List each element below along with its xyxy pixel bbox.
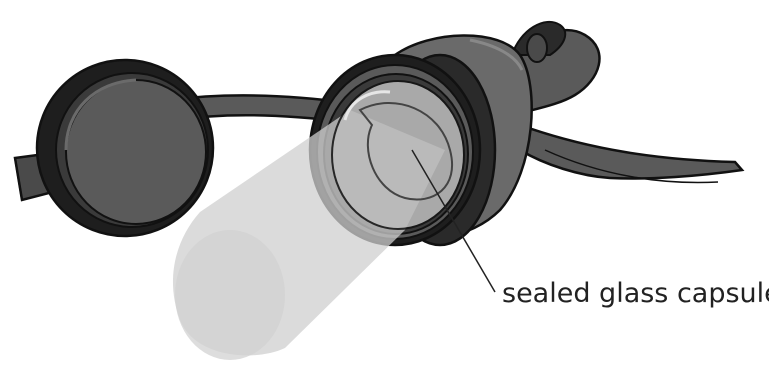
- glass-capsule: [331, 80, 465, 230]
- callout-leader-line: [411, 149, 496, 293]
- left-eyecup: [35, 58, 215, 238]
- right-strap: [518, 123, 745, 184]
- callout-label-sealed-glass-capsule: sealed glass capsule: [502, 278, 769, 309]
